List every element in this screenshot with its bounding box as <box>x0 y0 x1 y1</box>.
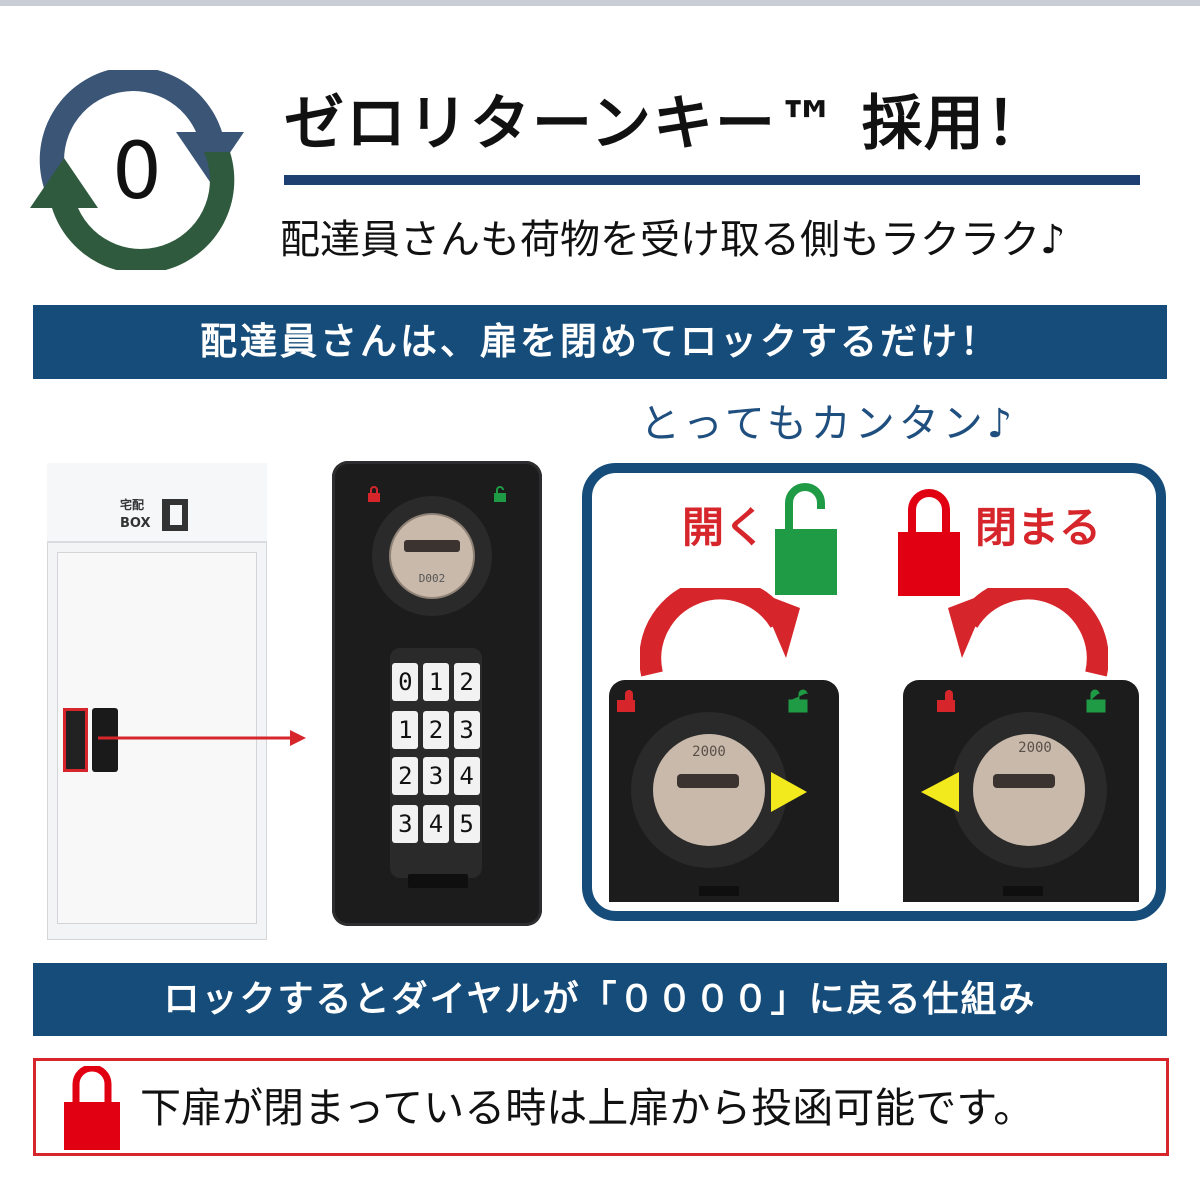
dial-digit[interactable]: 1 <box>392 711 419 749</box>
mechanism-banner: ロックするとダイヤルが「００００」に戻る仕組み <box>33 963 1167 1036</box>
locker-upper-door <box>47 463 267 543</box>
key-code-close: 2000 <box>1018 740 1052 756</box>
box-label-line1: 宅配 <box>120 497 144 512</box>
padlock-closed-icon <box>368 486 380 502</box>
dial-row: 0 1 2 <box>390 660 482 704</box>
dial-digit[interactable]: 0 <box>392 663 419 701</box>
notice-box <box>33 1058 1169 1156</box>
notice-text: 下扉が閉まっている時は上扉から投函可能です。 <box>140 1084 1035 1132</box>
arrow-right-icon <box>98 730 306 746</box>
combo-key-code: D002 <box>419 572 446 585</box>
padlock-open-icon <box>494 486 506 502</box>
unlock-photo: 2000 <box>609 680 839 902</box>
combination-dials[interactable]: 0 1 2 1 2 3 2 3 4 3 4 5 <box>390 648 482 878</box>
dial-row: 3 4 5 <box>390 802 482 846</box>
locker-lock-highlight <box>63 708 88 772</box>
locker-handle <box>92 708 118 772</box>
padlock-closed-icon <box>64 1066 120 1150</box>
subtitle: 配達員さんも荷物を受け取る側もラクラク♪ <box>280 217 1066 263</box>
logo-digit: 0 <box>112 127 162 217</box>
dial-digit[interactable]: 1 <box>422 663 449 701</box>
key-code-open: 2000 <box>692 744 726 760</box>
dial-row: 2 3 4 <box>390 754 482 798</box>
open-label: 開く <box>682 503 767 552</box>
dial-digit[interactable]: 2 <box>422 711 449 749</box>
dial-digit[interactable]: 2 <box>453 663 480 701</box>
easy-caption: とってもカンタン♪ <box>640 401 1017 447</box>
dial-digit[interactable]: 4 <box>453 757 480 795</box>
dial-digit[interactable]: 3 <box>392 805 419 843</box>
dial-digit[interactable]: 3 <box>422 757 449 795</box>
page-title: ゼロリターンキー™ 採用！ <box>284 89 1048 159</box>
lock-photo: 2000 <box>903 680 1139 902</box>
top-strip <box>0 0 1200 6</box>
dial-row: 1 2 3 <box>390 708 482 752</box>
dial-digit[interactable]: 2 <box>392 757 419 795</box>
instruction-banner: 配達員さんは、扉を閉めてロックするだけ！ <box>33 305 1167 379</box>
dial-digit[interactable]: 3 <box>453 711 480 749</box>
close-label: 閉まる <box>975 503 1102 552</box>
key-cylinder: D002 <box>372 496 492 616</box>
dial-digit[interactable]: 5 <box>453 805 480 843</box>
combo-slot <box>408 874 468 888</box>
zero-return-cycle-icon: 0 <box>30 70 244 270</box>
padlock-open-icon <box>775 483 837 595</box>
title-underline <box>284 175 1140 185</box>
box-label-line2: BOX <box>120 516 151 531</box>
turn-clockwise-arrow-icon <box>640 588 800 677</box>
dial-digit[interactable]: 4 <box>422 805 449 843</box>
delivery-box-label: 宅配 BOX <box>120 497 188 531</box>
turn-counterclockwise-arrow-icon <box>948 588 1108 677</box>
padlock-closed-icon <box>898 489 960 596</box>
